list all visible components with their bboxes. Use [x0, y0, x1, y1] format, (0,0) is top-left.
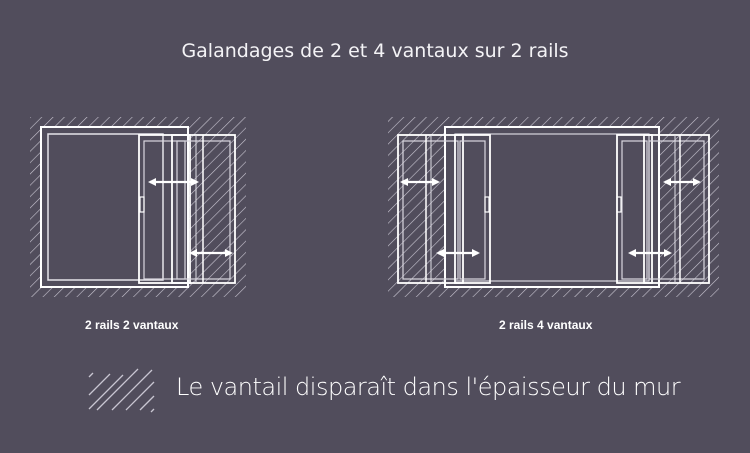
sliding-panel-1: [138, 134, 191, 284]
caption-2-rails-2-vantaux: 2 rails 2 vantaux: [85, 318, 179, 332]
fixed-panel: [47, 133, 164, 281]
diagram-2-rails-4-vantaux: [388, 117, 719, 297]
wall-hatch-icon: [88, 368, 155, 413]
legend-text: Le vantail disparaît dans l'épaisseur du…: [176, 373, 681, 401]
door-handle: [616, 196, 622, 213]
page-title: Galandages de 2 et 4 vantaux sur 2 rails: [181, 40, 569, 62]
caption-2-rails-4-vantaux: 2 rails 4 vantaux: [499, 318, 593, 332]
sliding-panel-right-outer: [643, 134, 710, 284]
outer-frame: [40, 126, 189, 288]
door-handle: [139, 196, 145, 213]
sliding-panel-left-inner: [454, 134, 491, 284]
diagram-2-rails-2-vantaux: [30, 117, 246, 297]
outer-frame: [444, 126, 660, 288]
door-handle: [484, 196, 490, 213]
